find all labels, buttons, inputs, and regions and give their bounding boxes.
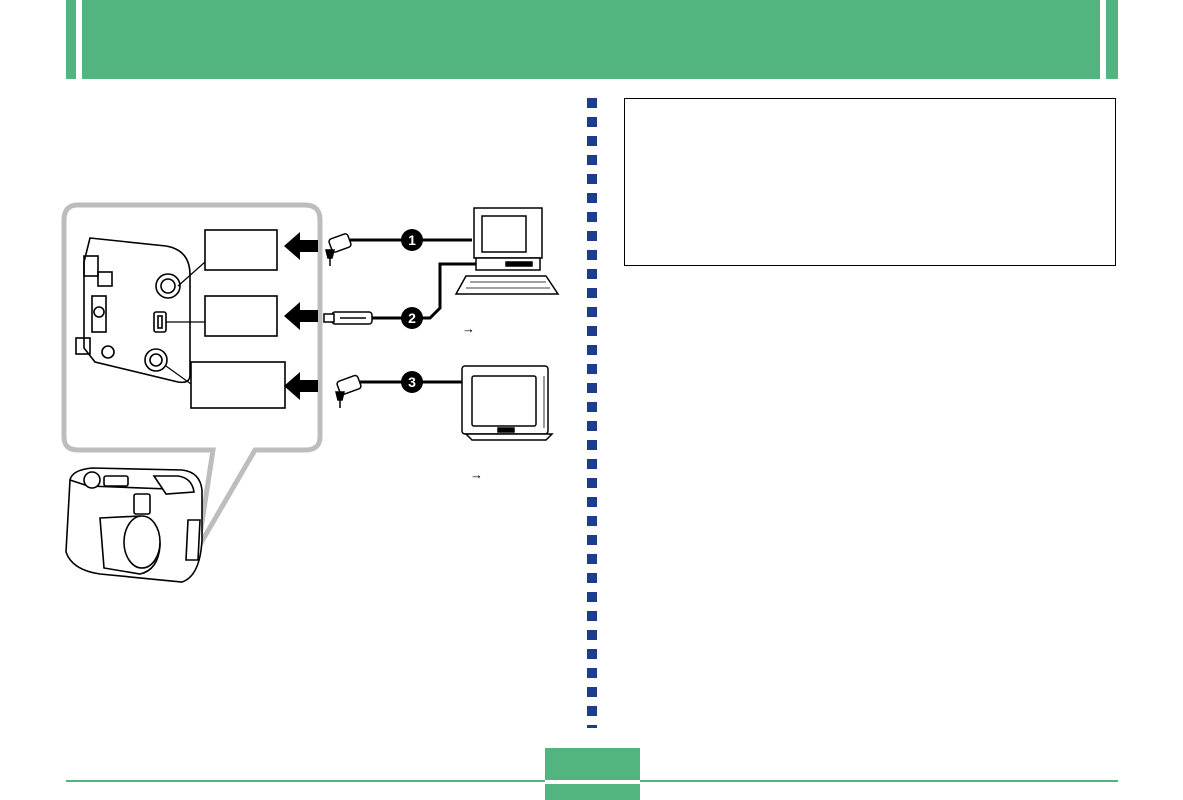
note-box [624,98,1116,266]
plug-3 [335,374,362,408]
terminal-label-box-2 [204,295,278,337]
svg-text:3: 3 [408,374,416,390]
arrow-symbol-pc: → [462,321,475,336]
svg-text:1: 1 [408,232,416,248]
plug-1 [325,233,352,266]
computer-icon [454,207,560,295]
page-tab-gap [545,780,640,784]
tv-icon [461,365,554,441]
header-notch-left [76,0,82,79]
arrow-symbol-tv: → [470,467,483,482]
camera-icon [65,467,203,583]
arrow-left-3 [284,372,318,400]
header-notch-right [1100,0,1106,79]
leader-line-3 [165,365,192,385]
leader-line-1 [177,261,206,287]
number-badge-3: 3 [401,371,423,393]
plug-2 [323,311,373,325]
arrow-left-1 [284,232,318,260]
arrow-left-2 [284,302,318,330]
number-badge-1: 1 [401,229,423,251]
dotted-divider [587,98,597,728]
terminal-label-box-3 [190,361,286,409]
number-badge-2: 2 [401,307,423,329]
terminal-label-box-1 [204,229,278,271]
svg-text:2: 2 [408,310,416,326]
page-number-tab [545,748,640,800]
header-bar [66,0,1118,79]
terminal-panel [75,237,191,384]
